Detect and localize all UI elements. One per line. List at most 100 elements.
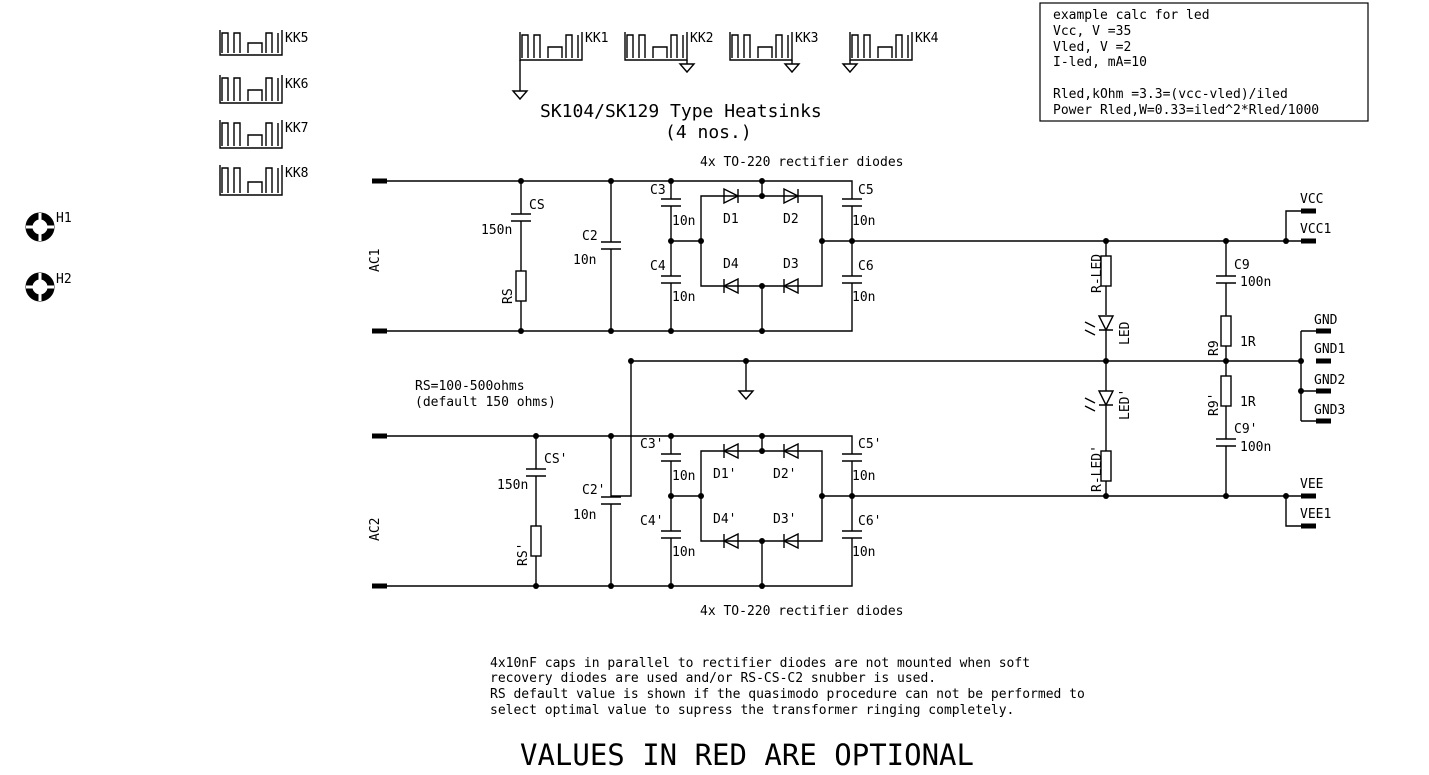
heatsink-kk8 (219, 165, 283, 196)
gnd1-label: GND1 (1314, 342, 1345, 357)
c4-label: C4 (650, 259, 666, 274)
vee-label: VEE (1300, 477, 1323, 492)
gnd3-label: GND3 (1314, 403, 1345, 418)
vee1-label: VEE1 (1300, 507, 1331, 522)
c5-value: 10n (852, 214, 875, 229)
c3-prime-value: 10n (672, 469, 695, 484)
kk7-label: KK7 (285, 121, 308, 136)
d4-prime-label: D4' (713, 512, 736, 527)
c4-prime-value: 10n (672, 545, 695, 560)
led-calc-box (1039, 2, 1369, 122)
mounting-hole-h2-icon (25, 272, 55, 302)
c2-prime-label: C2' (582, 483, 605, 498)
calc-line-6: Rled,kOhm =3.3=(vcc-vled)/iled (1053, 87, 1288, 102)
heatsink-kk2 (624, 32, 696, 74)
rled-prime-label: R-LED' (1090, 445, 1105, 492)
heatsinks-subtitle: (4 nos.) (665, 122, 752, 143)
heatsink-kk6 (219, 75, 283, 104)
c4-prime-label: C4' (640, 514, 663, 529)
footer-note-1: 4x10nF caps in parallel to rectifier dio… (490, 656, 1030, 671)
heatsink-kk1 (511, 32, 583, 101)
footer-note-4: select optimal value to supress the tran… (490, 703, 1014, 718)
vcc-label: VCC (1300, 192, 1323, 207)
c5-prime-value: 10n (852, 469, 875, 484)
rs-label: RS (501, 288, 516, 304)
ground-bus: GND GND1 GND2 GND3 (611, 313, 1345, 497)
c2-value: 10n (573, 253, 596, 268)
d1-label: D1 (723, 212, 739, 227)
c6-prime-label: C6' (858, 514, 881, 529)
mounting-hole-h1-icon (25, 212, 55, 242)
c4-value: 10n (672, 290, 695, 305)
footer-note-2: recovery diodes are used and/or RS-CS-C2… (490, 671, 936, 686)
kk6-label: KK6 (285, 77, 308, 92)
footer-note-3: RS default value is shown if the quasimo… (490, 687, 1085, 702)
c2-prime-value: 10n (573, 508, 596, 523)
c2-label: C2 (582, 229, 598, 244)
ac2-label: AC2 (368, 518, 383, 541)
top-rectifier-section: AC1 CS 150n RS C2 10n (368, 178, 1331, 361)
h2-label: H2 (56, 272, 72, 287)
kk8-label: KK8 (285, 166, 308, 181)
heatsink-kk4 (841, 32, 913, 74)
c6-prime-value: 10n (852, 545, 875, 560)
heatsinks-title: SK104/SK129 Type Heatsinks (540, 101, 822, 122)
kk3-label: KK3 (795, 31, 818, 46)
rs-prime-label: RS' (516, 543, 531, 566)
cs-value: 150n (481, 223, 512, 238)
kk5-label: KK5 (285, 31, 308, 46)
c3-prime-label: C3' (640, 437, 663, 452)
calc-line-7: Power Rled,W=0.33=iled^2*Rled/1000 (1053, 103, 1319, 118)
cs-prime-label: CS' (544, 452, 567, 467)
diodes-note-top: 4x TO-220 rectifier diodes (700, 155, 904, 170)
kk1-label: KK1 (585, 31, 608, 46)
h1-label: H1 (56, 211, 72, 226)
calc-line-4: I-led, mA=10 (1053, 55, 1147, 70)
c9-prime-value: 100n (1240, 440, 1271, 455)
c9-label: C9 (1234, 258, 1250, 273)
ac1-pads (372, 178, 387, 334)
c9-value: 100n (1240, 275, 1271, 290)
c3-value: 10n (672, 214, 695, 229)
d1-prime-label: D1' (713, 467, 736, 482)
calc-line-2: Vcc, V =35 (1053, 24, 1131, 39)
cs-label: CS (529, 198, 545, 213)
d3-label: D3 (783, 257, 799, 272)
cs-prime-value: 150n (497, 478, 528, 493)
r9-label: R9 (1207, 340, 1222, 356)
led-prime-label: LED' (1118, 389, 1133, 420)
d2-label: D2 (783, 212, 799, 227)
led-label: LED (1118, 321, 1133, 345)
d3-prime-label: D3' (773, 512, 796, 527)
ac2-pads (372, 433, 387, 589)
bottom-rectifier-section: AC2 CS' 150n RS' C2' 10n (368, 361, 1331, 589)
vcc1-label: VCC1 (1300, 222, 1331, 237)
d2-prime-label: D2' (773, 467, 796, 482)
calc-line-1: example calc for led (1053, 8, 1210, 23)
c9-prime-label: C9' (1234, 422, 1257, 437)
heatsink-kk5 (219, 30, 283, 56)
c5-label: C5 (858, 183, 874, 198)
r9-prime-value: 1R (1240, 395, 1256, 410)
gnd-label: GND (1314, 313, 1338, 328)
rs-range-note: RS=100-500ohms (415, 379, 525, 394)
rled-label: R-LED (1090, 254, 1105, 293)
optional-banner: VALUES IN RED ARE OPTIONAL (520, 738, 974, 772)
heatsink-kk7 (219, 120, 283, 149)
calc-line-3: Vled, V =2 (1053, 40, 1131, 55)
rs-default-note: (default 150 ohms) (415, 395, 556, 410)
c5-prime-label: C5' (858, 437, 881, 452)
ac1-label: AC1 (368, 249, 383, 272)
r9-prime-label: R9' (1207, 393, 1222, 416)
kk4-label: KK4 (915, 31, 939, 46)
c6-value: 10n (852, 290, 875, 305)
kk2-label: KK2 (690, 31, 713, 46)
diodes-note-bottom: 4x TO-220 rectifier diodes (700, 604, 904, 619)
c6-label: C6 (858, 259, 874, 274)
d4-label: D4 (723, 257, 739, 272)
c3-label: C3 (650, 183, 666, 198)
gnd2-label: GND2 (1314, 373, 1345, 388)
heatsink-kk3 (729, 32, 801, 74)
r9-value: 1R (1240, 335, 1256, 350)
